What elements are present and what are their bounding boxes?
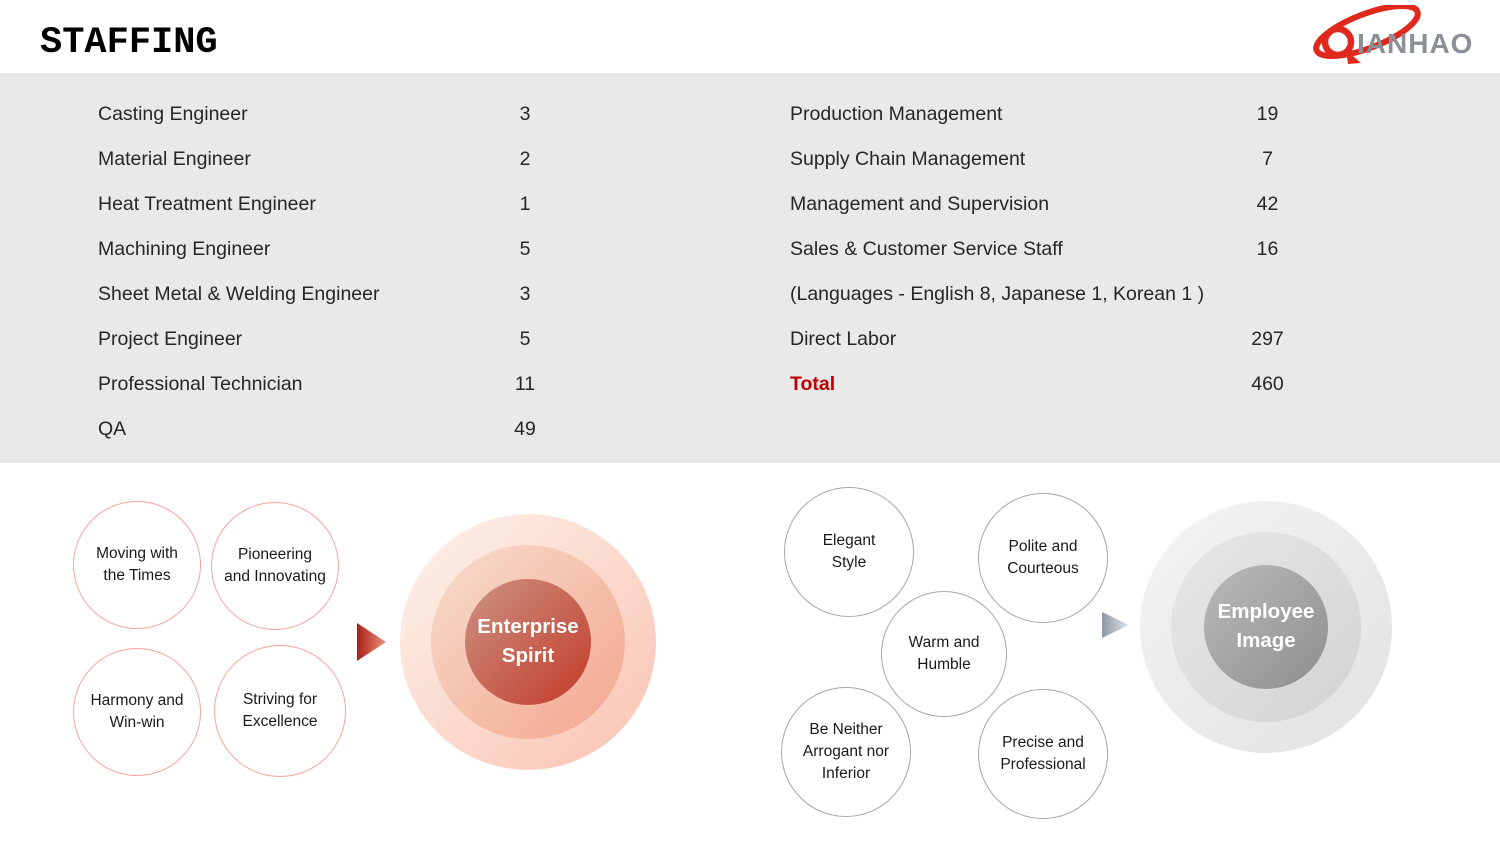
row-value: [1200, 272, 1335, 317]
value-circle-harmony-and-win-win: Harmony and Win-win: [73, 648, 201, 776]
enterprise-spirit-target: Enterprise Spirit: [400, 514, 656, 770]
row-label: Sales & Customer Service Staff: [790, 238, 1063, 260]
row-value: 5: [519, 328, 531, 350]
row-label: Sheet Metal & Welding Engineer: [98, 283, 380, 305]
enterprise-spirit-center: Enterprise Spirit: [465, 579, 591, 705]
circle-label: Polite and Courteous: [1007, 538, 1079, 577]
table-row: Management and Supervision 42: [790, 182, 1335, 227]
table-row: Direct Labor 297: [790, 317, 1335, 362]
center-label: Employee Image: [1217, 600, 1315, 652]
value-circle-precise-and-professional: Precise and Professional: [978, 689, 1108, 819]
row-value: 3: [519, 283, 531, 305]
table-row: Sales & Customer Service Staff 16: [790, 227, 1335, 272]
row-value: 3: [519, 103, 531, 125]
row-value: 460: [1251, 373, 1284, 395]
circle-label: Moving with the Times: [96, 545, 178, 584]
value-circle-moving-with-the-times: Moving with the Times: [73, 501, 201, 629]
row-label: Professional Technician: [98, 373, 303, 395]
row-label: Casting Engineer: [98, 103, 248, 125]
row-value: 2: [519, 148, 531, 170]
row-label: (Languages - English 8, Japanese 1, Kore…: [790, 283, 1205, 305]
row-label-total: Total: [790, 373, 836, 395]
row-value: 297: [1251, 328, 1284, 350]
page-title: STAFFING: [40, 22, 218, 64]
value-circle-striving-for-excellence: Striving for Excellence: [214, 645, 346, 777]
row-label: Management and Supervision: [790, 193, 1050, 215]
circle-label: Striving for Excellence: [242, 691, 318, 730]
table-row: Total 460: [790, 362, 1335, 407]
table-row: Project Engineer 5: [98, 317, 590, 362]
row-value: 42: [1256, 193, 1279, 215]
row-value: 11: [514, 373, 536, 395]
row-label: Supply Chain Management: [790, 148, 1026, 170]
row-label: QA: [98, 418, 127, 440]
employee-image-center: Employee Image: [1204, 565, 1328, 689]
table-row: Supply Chain Management 7: [790, 137, 1335, 182]
header: STAFFING IANHAO: [0, 0, 1500, 73]
value-circle-polite-and-courteous: Polite and Courteous: [978, 493, 1108, 623]
row-label: Production Management: [790, 103, 1003, 125]
circle-label: Elegant Style: [822, 532, 876, 571]
row-label: Project Engineer: [98, 328, 243, 350]
logo-wordmark: IANHAO: [1357, 28, 1472, 59]
value-circle-warm-and-humble: Warm and Humble: [881, 591, 1007, 717]
gray-arrow-icon: [1102, 612, 1129, 638]
logo-q-icon: [1321, 25, 1361, 64]
circle-label: Harmony and Win-win: [90, 692, 184, 731]
table-row: (Languages - English 8, Japanese 1, Kore…: [790, 272, 1335, 317]
row-value: 7: [1262, 148, 1273, 170]
center-label: Enterprise Spirit: [477, 615, 579, 667]
value-circle-elegant-style: Elegant Style: [784, 487, 914, 617]
circle-label: Warm and Humble: [908, 634, 980, 673]
row-label: Material Engineer: [98, 148, 251, 170]
employee-image-target: Employee Image: [1140, 501, 1392, 753]
row-label: Heat Treatment Engineer: [98, 193, 316, 215]
circle-label: Precise and Professional: [1000, 734, 1086, 773]
table-row: Professional Technician 11: [98, 362, 590, 407]
row-label: Direct Labor: [790, 328, 897, 350]
value-circle-pioneering-and-innovating: Pioneering and Innovating: [211, 502, 339, 630]
row-label: Machining Engineer: [98, 238, 271, 260]
circle-label: Pioneering and Innovating: [224, 546, 326, 585]
table-row: Material Engineer 2: [98, 137, 590, 182]
table-row: Casting Engineer 3: [98, 92, 590, 137]
table-row: Machining Engineer 5: [98, 227, 590, 272]
qianhao-logo: IANHAO: [1313, 5, 1472, 64]
row-value: 5: [519, 238, 531, 260]
table-row: QA 49: [98, 407, 590, 452]
red-arrow-icon: [357, 623, 386, 661]
row-value: 1: [519, 193, 531, 215]
table-row: Sheet Metal & Welding Engineer 3: [98, 272, 590, 317]
row-value: 19: [1256, 103, 1279, 125]
table-row: Production Management 19: [790, 92, 1335, 137]
circle-label: Be Neither Arrogant nor Inferior: [802, 721, 890, 782]
row-value: 49: [514, 418, 536, 440]
value-circle-be-neither-arrogant-nor-inferior: Be Neither Arrogant nor Inferior: [781, 687, 911, 817]
row-value: 16: [1256, 238, 1279, 260]
table-row: Heat Treatment Engineer 1: [98, 182, 590, 227]
staffing-panel: Casting Engineer 3 Material Engineer 2 H…: [0, 73, 1500, 463]
logo-swoosh-icon: [1313, 5, 1421, 60]
